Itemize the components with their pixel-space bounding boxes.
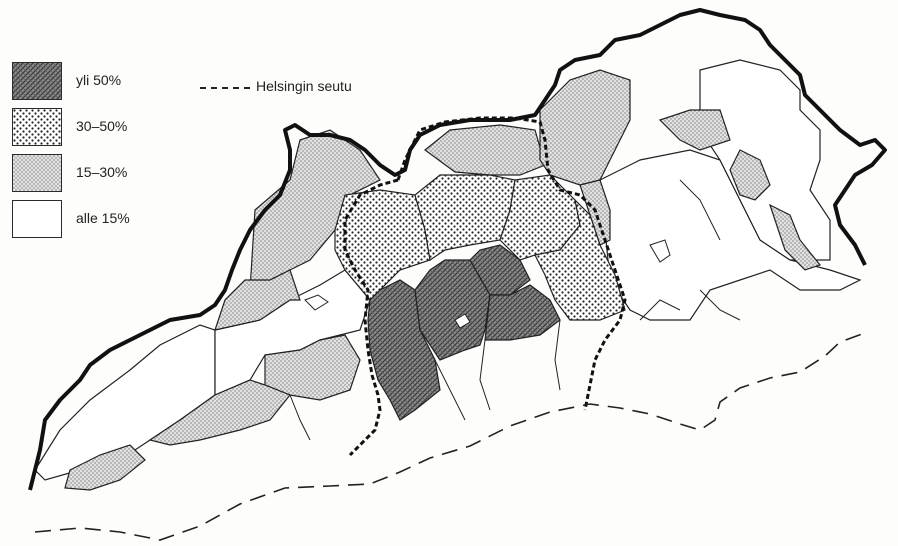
region-sipoo	[534, 198, 626, 321]
lake-west	[304, 294, 329, 311]
legend-swatch-dots	[12, 108, 62, 146]
legend-item-15-30: 15–30%	[12, 154, 172, 192]
region-east-c	[768, 203, 822, 271]
region-vantaa	[414, 259, 491, 361]
region-north-center	[424, 124, 546, 176]
lake-east	[649, 239, 671, 263]
legend-label: yli 50%	[76, 72, 122, 88]
regions-dark	[367, 244, 561, 421]
legend-item-alle-15: alle 15%	[12, 200, 172, 238]
regions-light	[64, 69, 822, 491]
lake	[454, 313, 471, 329]
region-vihti	[334, 189, 431, 301]
boundary-label: Helsingin seutu	[256, 78, 352, 94]
legend: yli 50% 30–50% 15–30% alle 15%	[12, 62, 172, 262]
legend-label: 15–30%	[76, 164, 128, 180]
region-east-b	[729, 149, 771, 201]
region-west-a	[214, 269, 301, 331]
boundary-key: Helsingin seutu	[200, 78, 420, 98]
region-outer-border	[28, 8, 887, 491]
helsinki-region-boundary	[343, 116, 627, 457]
legend-swatch-white	[12, 200, 62, 238]
dashed-line-symbol	[200, 87, 250, 89]
legend-label: 30–50%	[76, 118, 128, 134]
legend-swatch-dark	[12, 62, 62, 100]
internal-borders	[214, 179, 741, 441]
legend-item-yli-50: yli 50%	[12, 62, 172, 100]
legend-swatch-light	[12, 154, 62, 192]
legend-item-30-50: 30–50%	[12, 108, 172, 146]
sea-boundary-line	[34, 333, 863, 541]
legend-label: alle 15%	[76, 210, 130, 226]
region-northeast	[699, 59, 831, 261]
region-southwest-b	[64, 444, 146, 491]
regions-dots	[334, 174, 626, 321]
region-espoo	[367, 279, 441, 421]
region-east-a	[658, 109, 731, 151]
regions-white	[34, 59, 862, 481]
